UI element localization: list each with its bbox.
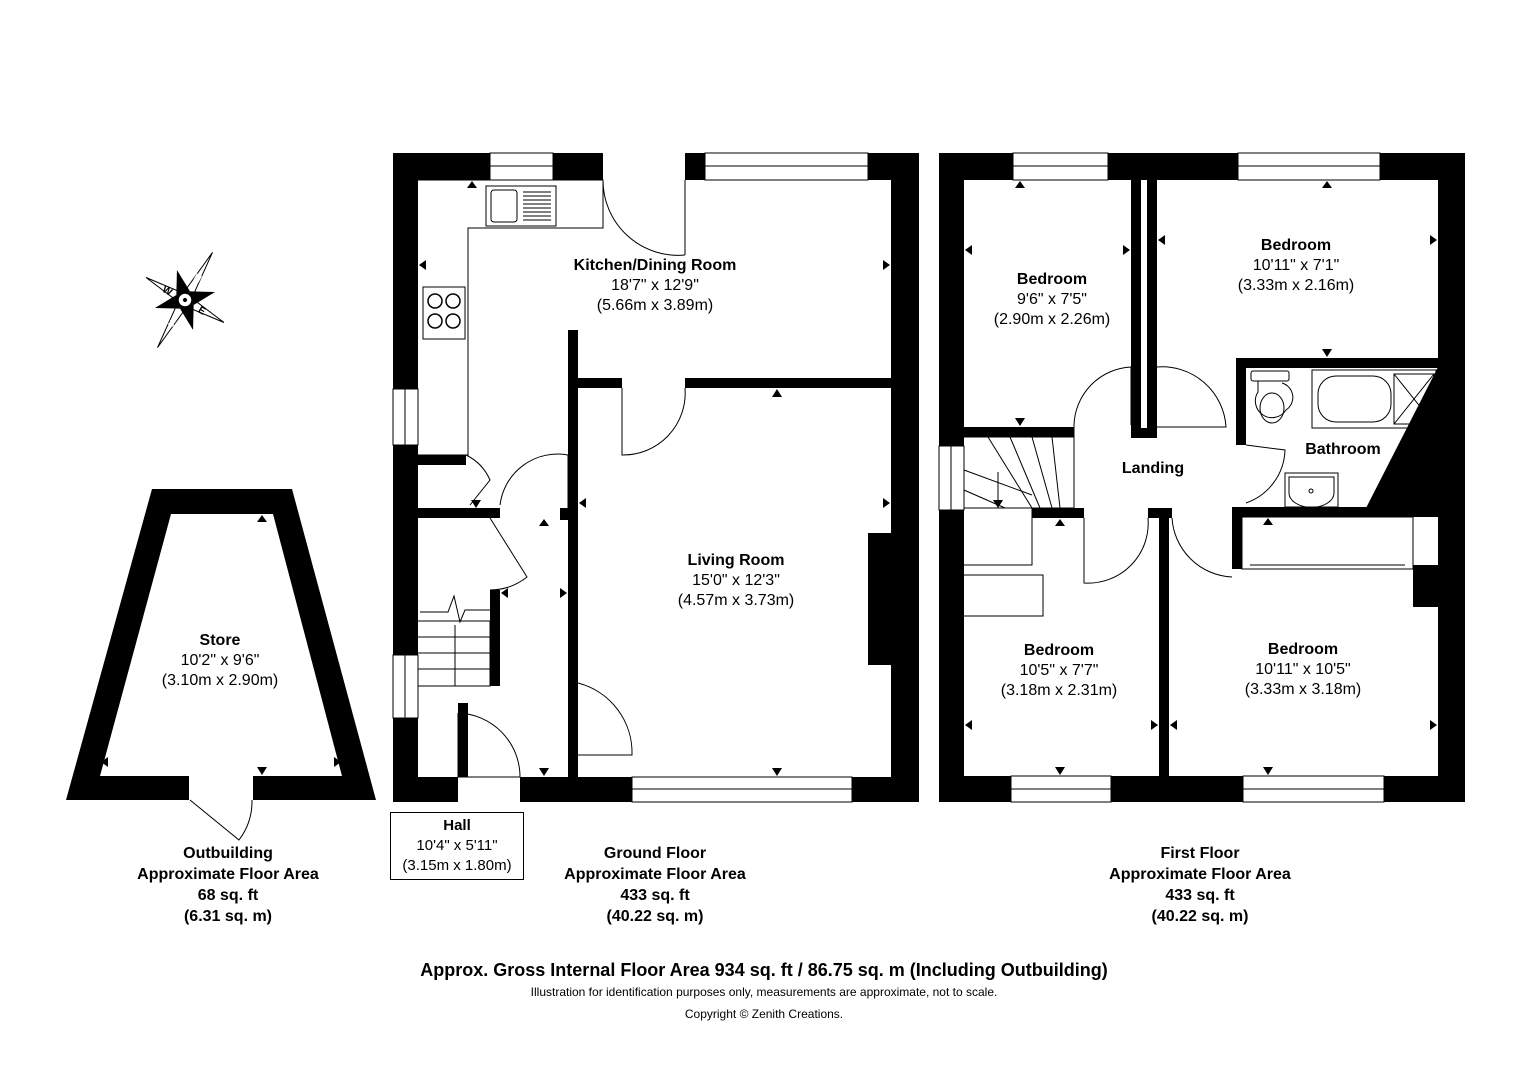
first-floor-area: First Floor Approximate Floor Area 433 s… (1109, 843, 1291, 927)
room-name: Store (199, 632, 241, 649)
landing-label: Landing (1122, 459, 1184, 479)
room-imperial: 10'11" x 10'5" (1255, 661, 1351, 678)
floor-sqm: (40.22 sq. m) (606, 908, 704, 925)
floor-sqft: 68 sq. ft (197, 887, 259, 904)
room-imperial: 10'11" x 7'1" (1252, 257, 1340, 274)
compass-rose-icon: N S E W (145, 252, 225, 348)
room-name: Bedroom (1260, 237, 1332, 254)
room-name: Bedroom (1016, 271, 1088, 288)
floor-area-label: Approximate Floor Area (564, 866, 746, 883)
floor-sqft: 433 sq. ft (1165, 887, 1235, 904)
compass-s: S (166, 317, 178, 330)
store-label: Store 10'2" x 9'6" (3.10m x 2.90m) (162, 631, 278, 691)
room-metric: (3.33m x 2.16m) (1237, 277, 1355, 294)
room-imperial: 10'5" x 7'7" (1019, 662, 1099, 679)
floor-sqft: 433 sq. ft (620, 887, 690, 904)
room-name: Bathroom (1305, 441, 1381, 458)
room-name: Bedroom (1267, 641, 1339, 658)
room-metric: (2.90m x 2.26m) (993, 311, 1111, 328)
disclaimer: Illustration for identification purposes… (530, 985, 998, 999)
room-metric: (3.33m x 3.18m) (1244, 681, 1362, 698)
ground-floor-plan (392, 152, 919, 803)
ground-floor-area: Ground Floor Approximate Floor Area 433 … (564, 843, 746, 927)
room-name: Kitchen/Dining Room (573, 257, 737, 274)
floor-name: Outbuilding (183, 845, 273, 862)
bedroom-top-left-label: Bedroom 9'6" x 7'5" (2.90m x 2.26m) (994, 270, 1110, 330)
gross-floor-area: Approx. Gross Internal Floor Area 934 sq… (420, 960, 1108, 980)
floor-area-label: Approximate Floor Area (1109, 866, 1291, 883)
bedroom-bottom-right-label: Bedroom 10'11" x 10'5" (3.33m x 3.18m) (1245, 640, 1361, 700)
floor-name: Ground Floor (603, 845, 707, 862)
compass-n: N (191, 272, 203, 285)
bedroom-bottom-left-label: Bedroom 10'5" x 7'7" (3.18m x 2.31m) (1001, 641, 1117, 701)
room-imperial: 18'7" x 12'9" (611, 277, 699, 294)
room-metric: (3.15m x 1.80m) (402, 857, 512, 874)
room-name: Bedroom (1023, 642, 1095, 659)
floor-area-label: Approximate Floor Area (137, 866, 319, 883)
room-name: Living Room (687, 552, 785, 569)
bedroom-top-right-label: Bedroom 10'11" x 7'1" (3.33m x 2.16m) (1238, 236, 1354, 296)
compass-e: E (196, 305, 208, 318)
room-imperial: 15'0" x 12'3" (692, 572, 780, 589)
room-imperial: 10'2" x 9'6" (180, 652, 260, 669)
room-metric: (3.10m x 2.90m) (161, 672, 279, 689)
kitchen-label: Kitchen/Dining Room 18'7" x 12'9" (5.66m… (574, 256, 737, 316)
room-metric: (3.18m x 2.31m) (1000, 682, 1118, 699)
hall-label: Hall 10'4" x 5'11" (3.15m x 1.80m) (390, 812, 524, 880)
floor-name: First Floor (1160, 845, 1240, 862)
room-metric: (4.57m x 3.73m) (677, 592, 795, 609)
outbuilding-area: Outbuilding Approximate Floor Area 68 sq… (137, 843, 319, 927)
floor-sqm: (6.31 sq. m) (183, 908, 273, 925)
room-imperial: 10'4" x 5'11" (416, 837, 498, 854)
room-name: Hall (443, 817, 471, 834)
room-imperial: 9'6" x 7'5" (1017, 291, 1087, 308)
store-door (189, 799, 253, 841)
floor-sqm: (40.22 sq. m) (1151, 908, 1249, 925)
room-name: Landing (1121, 460, 1185, 477)
first-floor-plan (938, 152, 1465, 803)
room-metric: (5.66m x 3.89m) (596, 297, 714, 314)
bathroom-label: Bathroom (1305, 440, 1381, 460)
copyright: Copyright © Zenith Creations. (684, 1007, 844, 1021)
living-room-label: Living Room 15'0" x 12'3" (4.57m x 3.73m… (678, 551, 794, 611)
outbuilding-plan (66, 489, 376, 841)
